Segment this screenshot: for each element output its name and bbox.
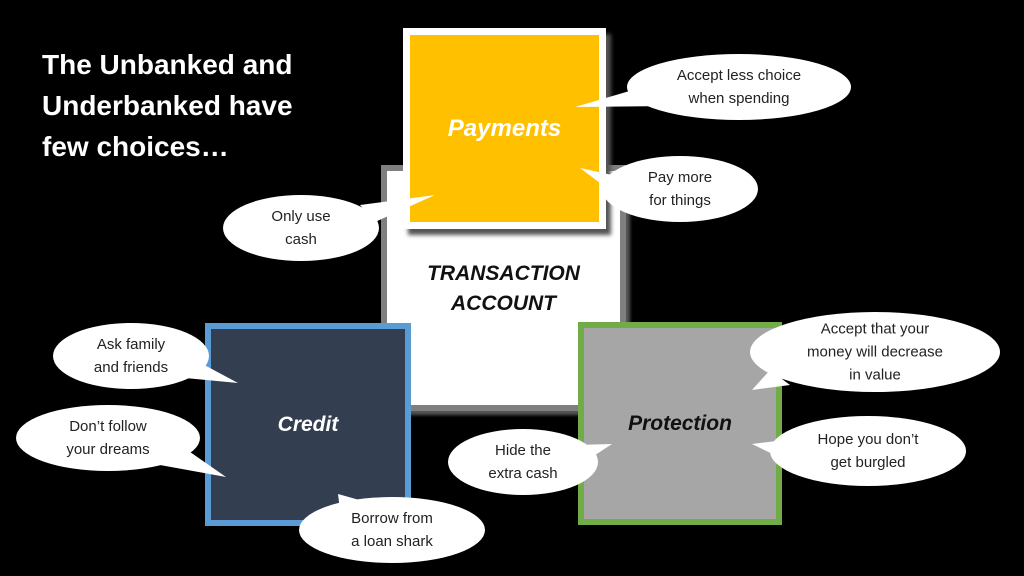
bubble-only-cash: Only use cash — [271, 205, 330, 251]
bubble-burgled: Hope you don’t get burgled — [818, 428, 919, 474]
bubble-text-line: extra cash — [488, 465, 558, 482]
bubble-tail — [360, 195, 435, 222]
protection-box: Protection — [578, 322, 782, 525]
title-line: Underbanked have — [42, 90, 293, 121]
bubble-dreams: Don’t follow your dreams — [66, 415, 149, 461]
center-label-line: TRANSACTION — [427, 262, 580, 285]
bubble-pay-more: Pay more for things — [648, 166, 712, 212]
speech-bubble — [770, 416, 966, 486]
center-label-line: ACCOUNT — [451, 292, 556, 315]
bubble-text-line: a loan shark — [351, 533, 433, 550]
speech-bubble — [299, 497, 485, 563]
slide-title: The Unbanked and Underbanked have few ch… — [42, 44, 293, 167]
speech-bubble — [750, 312, 1000, 392]
payments-label: Payments — [447, 114, 562, 142]
title-line: The Unbanked and — [42, 49, 293, 80]
credit-label: Credit — [277, 412, 339, 436]
bubble-text-line: Don’t follow — [69, 418, 147, 435]
bubble-text-line: cash — [285, 231, 317, 248]
bubble-text-line: Accept less choice — [676, 67, 802, 84]
credit-box: Credit — [205, 323, 411, 526]
speech-bubble — [16, 405, 200, 471]
bubble-text-line: Accept that your — [820, 320, 930, 338]
bubble-text-line: money will decrease — [807, 343, 943, 361]
payments-box: Payments — [403, 28, 606, 229]
bubble-text-line: in value — [849, 366, 901, 384]
bubble-text-line: your dreams — [66, 441, 150, 458]
speech-bubble — [53, 323, 209, 389]
bubble-text-line: Hide the — [495, 442, 551, 459]
protection-label: Protection — [628, 411, 732, 435]
bubble-text-line: and friends — [93, 359, 169, 376]
bubble-text-line: Hope you don’t — [817, 431, 919, 448]
speech-bubble — [602, 156, 758, 222]
speech-bubble — [627, 54, 851, 120]
bubble-accept-less-choice: Accept less choice when spending — [677, 64, 801, 110]
bubble-text-line: Ask family — [96, 336, 166, 353]
bubble-loan-shark: Borrow from a loan shark — [351, 507, 433, 553]
bubble-ask-family: Ask family and friends — [94, 333, 168, 379]
title-line: few choices… — [42, 131, 229, 162]
bubble-hide-cash: Hide the extra cash — [488, 439, 557, 485]
bubble-text-line: for things — [649, 192, 711, 209]
bubble-text-line: Pay more — [647, 169, 713, 186]
bubble-text-line: when spending — [688, 90, 790, 107]
bubble-money-decrease: Accept that your money will decrease in va… — [807, 318, 943, 387]
bubble-text-line: get burgled — [830, 454, 906, 471]
speech-bubble — [448, 429, 598, 495]
speech-bubble — [223, 195, 379, 261]
bubble-tail — [752, 370, 790, 390]
bubble-text-line: Borrow from — [351, 510, 433, 527]
bubble-text-line: Only use — [271, 208, 331, 225]
